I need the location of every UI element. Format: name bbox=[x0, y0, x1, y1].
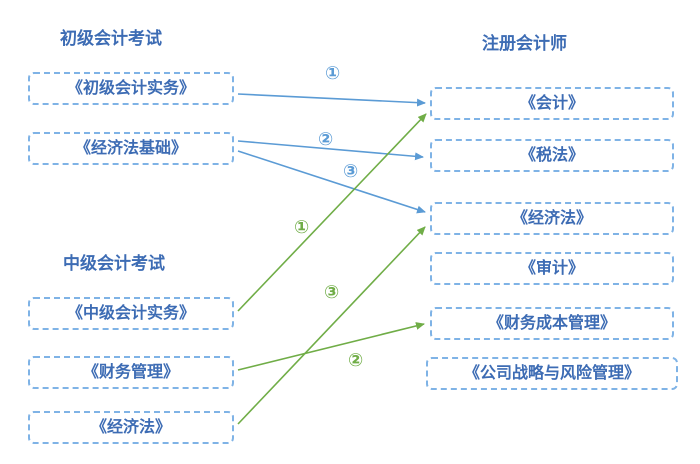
label-green-2: ② bbox=[348, 350, 364, 370]
intermediate-exam-title: 中级会计考试 bbox=[63, 254, 165, 273]
node-economic-law-right: 《经济法》 bbox=[430, 202, 674, 235]
label-green-3: ③ bbox=[324, 282, 340, 302]
label-blue-3: ③ bbox=[343, 161, 359, 181]
arrow-junior-practice-to-accounting bbox=[237, 93, 426, 107]
cpa-title: 注册会计师 bbox=[482, 34, 567, 53]
node-audit: 《审计》 bbox=[430, 252, 674, 285]
node-intermediate-accounting-practice: 《中级会计实务》 bbox=[28, 297, 234, 330]
arrow-econlaw-to-econlaw bbox=[237, 226, 426, 425]
arrow-econlaw-basics-to-econlaw bbox=[237, 150, 426, 214]
node-economic-law-left: 《经济法》 bbox=[28, 411, 234, 444]
arrow-financial-mgmt-to-financial-cost-mgmt bbox=[237, 322, 425, 371]
node-tax-law: 《税法》 bbox=[430, 139, 674, 172]
label-blue-1: ① bbox=[325, 63, 341, 83]
node-financial-cost-management: 《财务成本管理》 bbox=[430, 307, 674, 340]
label-blue-2: ② bbox=[318, 129, 334, 149]
label-green-1: ① bbox=[294, 217, 310, 237]
node-corporate-strategy-risk-management: 《公司战略与风险管理》 bbox=[426, 357, 678, 390]
node-financial-management: 《财务管理》 bbox=[28, 356, 234, 389]
node-accounting: 《会计》 bbox=[430, 87, 674, 120]
junior-exam-title: 初级会计考试 bbox=[60, 29, 162, 48]
node-junior-accounting-practice: 《初级会计实务》 bbox=[28, 72, 234, 105]
node-economic-law-basics: 《经济法基础》 bbox=[28, 132, 234, 165]
